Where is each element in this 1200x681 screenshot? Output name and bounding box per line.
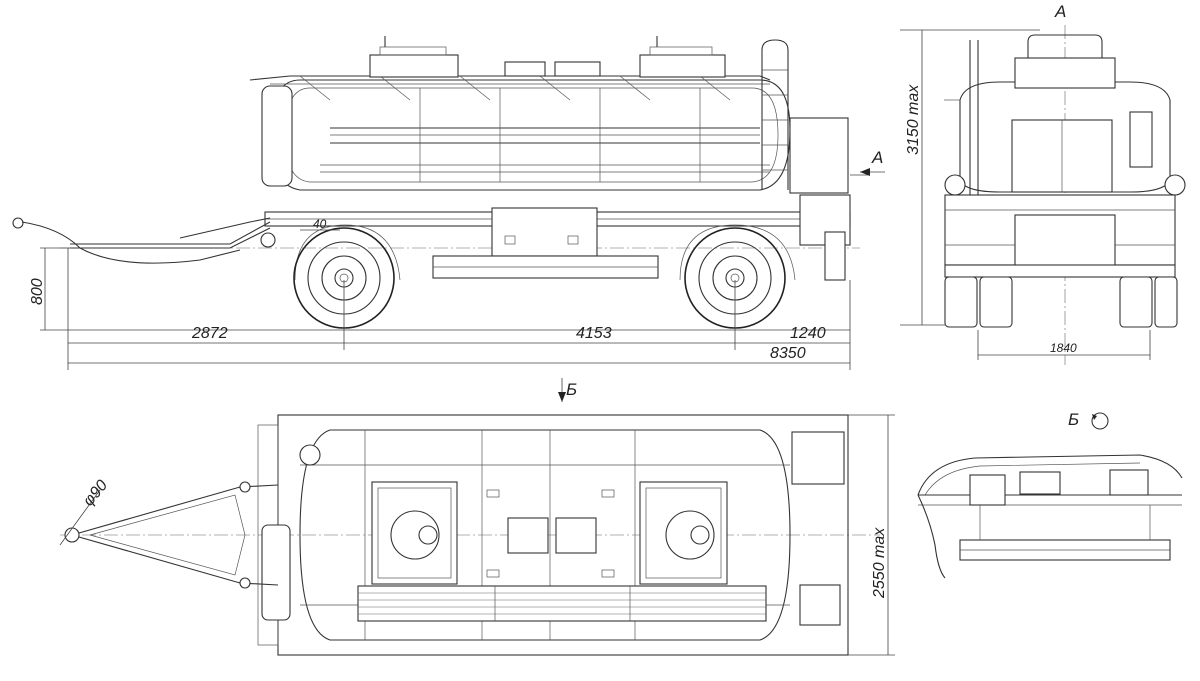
- detail-drawing: [917, 454, 1183, 579]
- dim-eye-diameter: φ90: [80, 477, 111, 510]
- tool-box: [491, 207, 598, 257]
- view-arrow-a: [860, 168, 885, 176]
- front-view: A: [900, 2, 1186, 365]
- side-dimensions: [40, 174, 868, 370]
- manhole-domes: [369, 36, 726, 78]
- rear-cabinet: [789, 117, 849, 194]
- tank-body: [269, 79, 791, 191]
- side-ladder: [761, 39, 789, 190]
- front-view-label: A: [1054, 2, 1066, 21]
- dim-wheelbase: 4153: [576, 325, 612, 342]
- top-view: Б: [59, 378, 895, 656]
- front-wheel: [293, 224, 401, 329]
- spare-wheel: [261, 85, 293, 187]
- dim-rear-overhang: 1240: [790, 325, 826, 342]
- view-arrow-b: [558, 378, 566, 402]
- walkway-grating: [357, 585, 767, 622]
- side-arrow-label: A: [871, 148, 883, 167]
- dim-max-height: 3150 max: [905, 84, 922, 155]
- detail-view: Б: [917, 410, 1183, 579]
- side-view: 2872 4153 1240 8350 40 800 A: [12, 36, 885, 370]
- top-rear-cabinet: [791, 431, 845, 485]
- roof-railing: [249, 75, 771, 101]
- drawbar: [12, 217, 276, 264]
- rotate-icon: [1091, 412, 1109, 430]
- dim-small-offset: 40: [313, 217, 327, 231]
- dim-drawbar-height: 800: [29, 278, 46, 305]
- top-dimensions: [59, 414, 895, 656]
- top-drawbar: [64, 481, 279, 589]
- top-arrow-label: Б: [566, 380, 577, 399]
- dim-overall-width: 2550 max: [871, 527, 888, 599]
- front-chassis: [944, 194, 1176, 278]
- front-dimensions: [900, 29, 1151, 360]
- rear-wheel: [679, 224, 796, 329]
- top-spare-wheel: [261, 524, 291, 621]
- dim-front-overhang: 2872: [191, 325, 228, 342]
- front-tank: [944, 34, 1186, 200]
- dim-track-width: 1840: [1050, 341, 1077, 355]
- dim-overall-length: 8350: [770, 345, 806, 362]
- detail-view-label: Б: [1068, 410, 1079, 429]
- top-manholes: [371, 481, 728, 585]
- front-wheels: [944, 276, 1178, 328]
